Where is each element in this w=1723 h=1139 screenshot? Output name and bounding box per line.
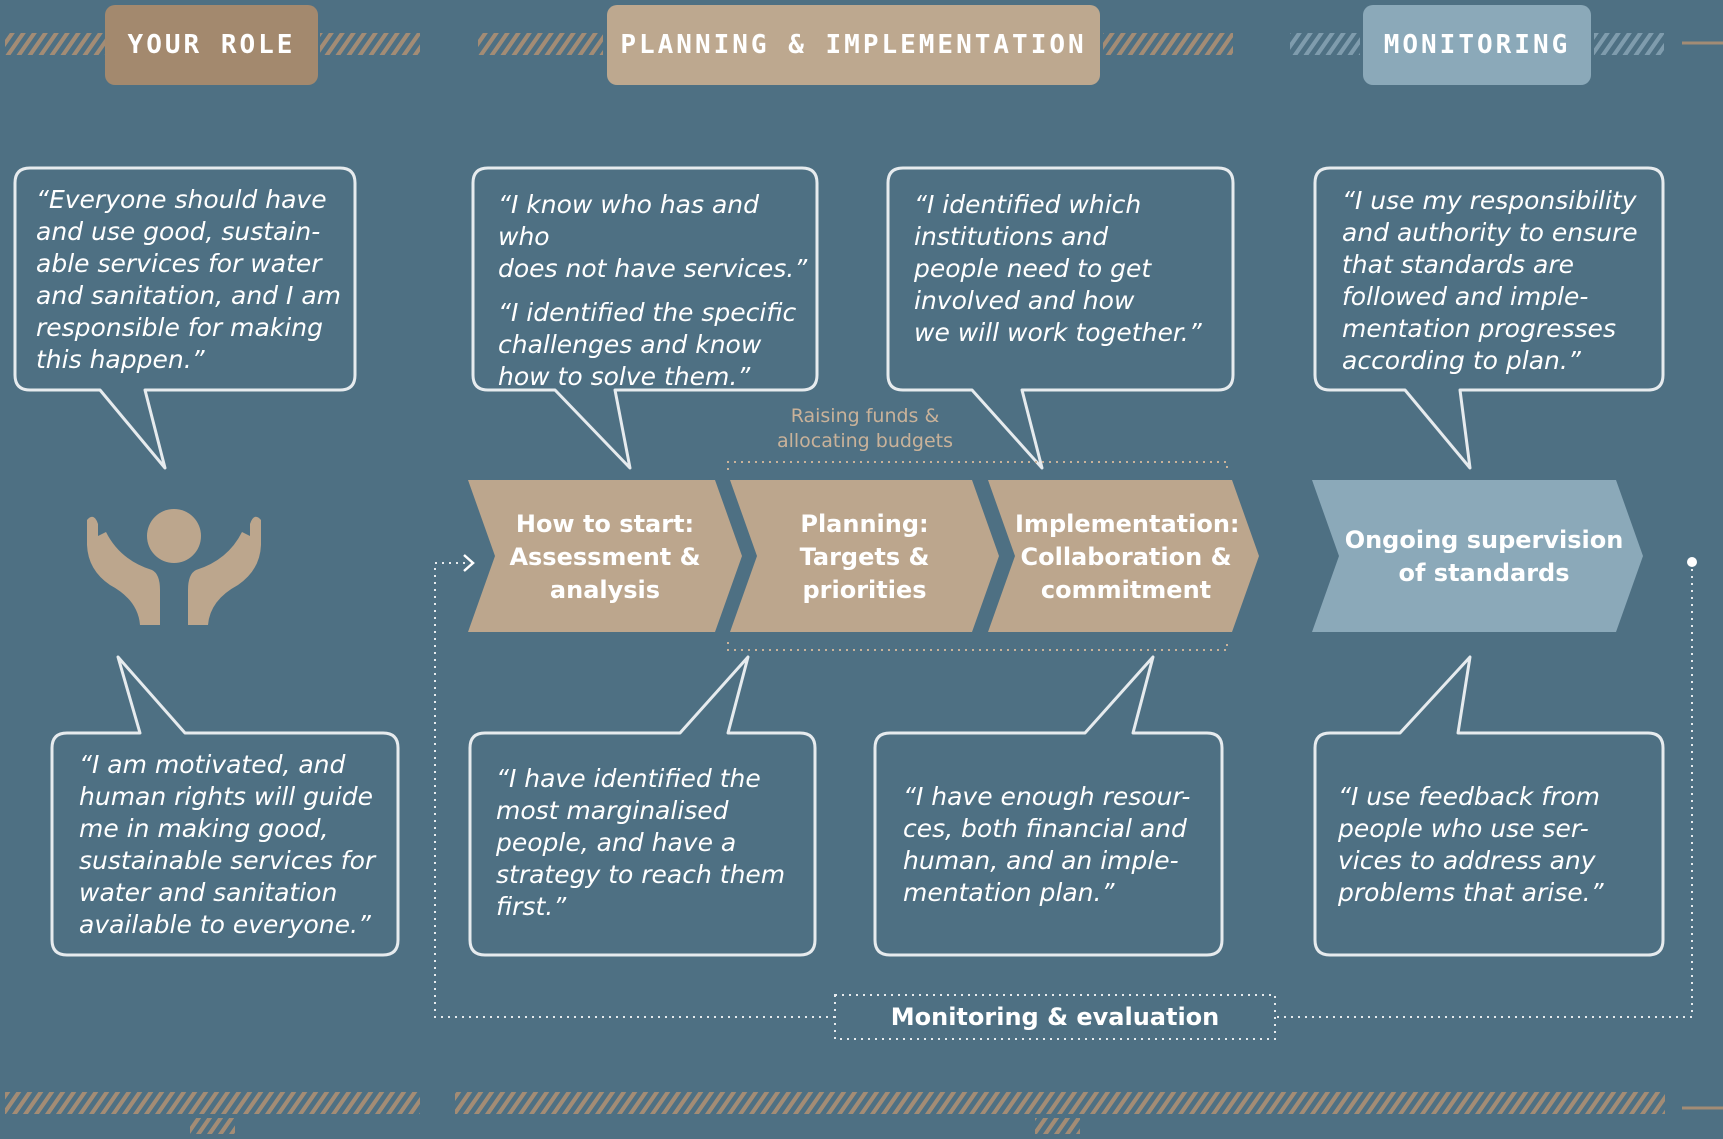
speech-bubble-plan-bottom [468, 655, 817, 957]
step-implementation-label: Implementation: Collaboration & commitme… [1015, 510, 1240, 604]
quote-role-bottom: “I am motivated, and human rights will g… [79, 749, 397, 953]
header-your-role: YOUR ROLE [105, 5, 318, 85]
bottom-stripe-left [5, 1092, 420, 1114]
quote-monitor-top-text: “I use my responsibility and authority t… [1342, 186, 1638, 375]
step-start-label: How to start: Assessment & analysis [509, 510, 701, 604]
quote-plan-bottom-text: “I have identified the most marginalised… [496, 764, 786, 921]
quote-role-top-text: “Everyone should have and use good, sust… [36, 185, 341, 374]
header-planning-implementation: PLANNING & IMPLEMENTATION [607, 5, 1100, 85]
bottom-tick-left [190, 1118, 235, 1134]
budget-label: Raising funds & allocating budgets [776, 405, 954, 452]
speech-bubble-monitor-top [1313, 166, 1665, 470]
chevron-planning [730, 480, 999, 632]
top-stripe-mid-1 [478, 33, 603, 55]
quote-monitor-top: “I use my responsibility and authority t… [1342, 185, 1660, 389]
quote-impl-bottom: “I have enough resour- ces, both financi… [903, 781, 1221, 921]
header-monitoring: MONITORING [1363, 5, 1591, 85]
budget-bracket-bottom [727, 642, 1228, 651]
quote-start-top-text-1: “I know who has and who does not have se… [498, 190, 808, 283]
top-stripe-left-2 [320, 33, 420, 55]
top-stripe-right-2 [1594, 33, 1664, 55]
quote-role-bottom-text: “I am motivated, and human rights will g… [79, 750, 376, 939]
quote-monitor-bottom: “I use feedback from people who use ser-… [1338, 781, 1656, 921]
chevron-start [468, 480, 742, 632]
monitoring-evaluation-label: Monitoring & evaluation [890, 1003, 1220, 1031]
chevron-supervision [1312, 480, 1643, 632]
quote-monitor-bottom-text: “I use feedback from people who use ser-… [1338, 782, 1604, 907]
bottom-tick-mid [1035, 1118, 1080, 1134]
speech-bubble-monitor-bottom [1313, 655, 1665, 957]
quote-role-top: “Everyone should have and use good, sust… [36, 184, 351, 388]
top-stripe-right-1 [1290, 33, 1360, 55]
speech-bubble-impl-bottom [873, 655, 1224, 957]
bottom-stripe-mid [455, 1092, 1665, 1114]
loop-start-dot [1687, 557, 1697, 567]
quote-plan-bottom: “I have identified the most marginalised… [496, 763, 814, 935]
quote-start-top: “I know who has and who does not have se… [498, 189, 816, 405]
step-planning-label: Planning: Targets & priorities [799, 510, 930, 604]
top-stripe-left-1 [5, 33, 105, 55]
quote-start-top-text-2: “I identified the specific challenges an… [498, 298, 797, 391]
top-stripe-mid-2 [1103, 33, 1233, 55]
quote-impl-bottom-text: “I have enough resour- ces, both financi… [903, 782, 1191, 907]
loop-arrowhead [463, 554, 475, 572]
step-supervision-label: Ongoing supervision of standards [1344, 526, 1624, 587]
quote-impl-top: “I identified which institutions and peo… [914, 189, 1229, 361]
speech-bubble-start-top [471, 166, 819, 470]
chevron-implementation [988, 480, 1259, 632]
speech-bubble-impl-top [886, 166, 1235, 470]
quote-impl-top-text: “I identified which institutions and peo… [914, 190, 1202, 347]
budget-bracket-top [727, 461, 1228, 470]
monitoring-evaluation-box [834, 994, 1276, 1040]
speech-bubble-role-top [13, 166, 357, 470]
speech-bubble-role-bottom [50, 655, 400, 957]
monitoring-loop-line [434, 562, 1693, 1018]
hands-holding-person-icon [87, 509, 261, 625]
